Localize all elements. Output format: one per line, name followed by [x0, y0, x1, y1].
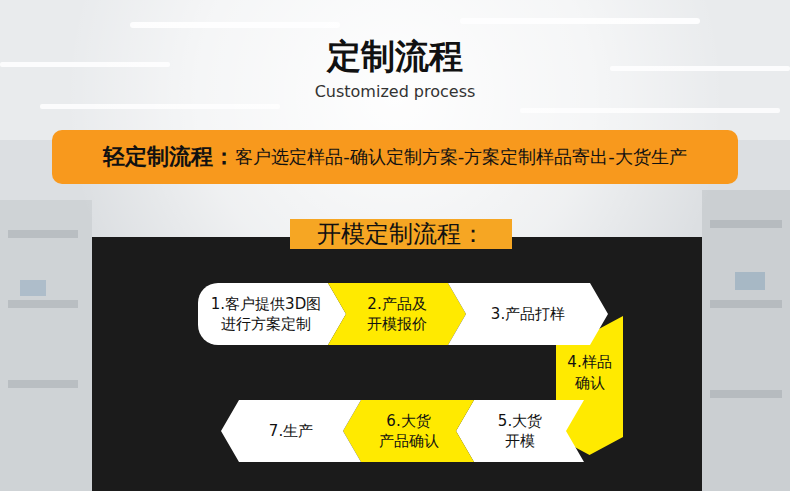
step-text-wrap: 2.产品及 开模报价: [346, 283, 448, 345]
chevron-outline: [198, 283, 346, 345]
orange-tab: 开模定制流程：: [290, 219, 512, 249]
process-step: 1.客户提供3D图 进行方案定制: [198, 283, 346, 345]
title-wrap: 定制流程: [0, 36, 790, 76]
step-text-wrap: 4.样品 确认: [556, 345, 623, 400]
label-wrap: Customized process: [0, 82, 790, 102]
step-text: 7.生产: [268, 421, 314, 441]
process-step: 7.生产: [221, 400, 361, 462]
bar-text: 客户选定样品-确认定制方案-方案定制样品寄出-大货生产: [235, 145, 687, 169]
chevron-shape: [343, 400, 474, 462]
chevron-outline: [456, 400, 584, 462]
step-text: 2.产品及 开模报价: [367, 294, 428, 335]
step-text: 4.样品 确认: [567, 352, 613, 393]
step-text-wrap: 5.大货 开模: [474, 400, 566, 462]
light-custom-bar: 轻定制流程：客户选定样品-确认定制方案-方案定制样品寄出-大货生产: [52, 130, 738, 184]
step-text: 6.大货 产品确认: [378, 411, 439, 452]
title: 定制流程: [327, 36, 463, 76]
panel-heading: 开模定制流程：: [317, 221, 485, 247]
chevron-outline: [328, 283, 466, 345]
process-step: 2.产品及 开模报价: [328, 283, 466, 345]
step-text: 1.客户提供3D图 进行方案定制: [210, 294, 322, 335]
process-step: 6.大货 产品确认: [343, 400, 474, 462]
process-step: 3.产品打样: [448, 283, 608, 345]
step-text-wrap: 7.生产: [239, 400, 343, 462]
chevron-shape: [456, 400, 584, 462]
chevron-outline: [343, 400, 474, 462]
step-text-wrap: 3.产品打样: [466, 283, 590, 345]
chevron-outline: [448, 283, 608, 345]
process-step: 5.大货 开模: [456, 400, 584, 462]
step-text: 5.大货 开模: [497, 411, 543, 452]
step-text-wrap: 1.客户提供3D图 进行方案定制: [204, 283, 328, 345]
subtitle: Customized process: [315, 82, 476, 101]
chevron-outline: [221, 400, 361, 462]
step-text: 3.产品打样: [490, 304, 566, 324]
bar-heading: 轻定制流程：: [103, 142, 235, 172]
step-text-wrap: 6.大货 产品确认: [361, 400, 456, 462]
chevron-shape: [198, 283, 346, 345]
chevron-shape: [328, 283, 466, 345]
mold-custom-panel: 1.客户提供3D图 进行方案定制 2.产品及 开模报价 3.产品打样 4.样品 确认 5…: [92, 237, 702, 491]
